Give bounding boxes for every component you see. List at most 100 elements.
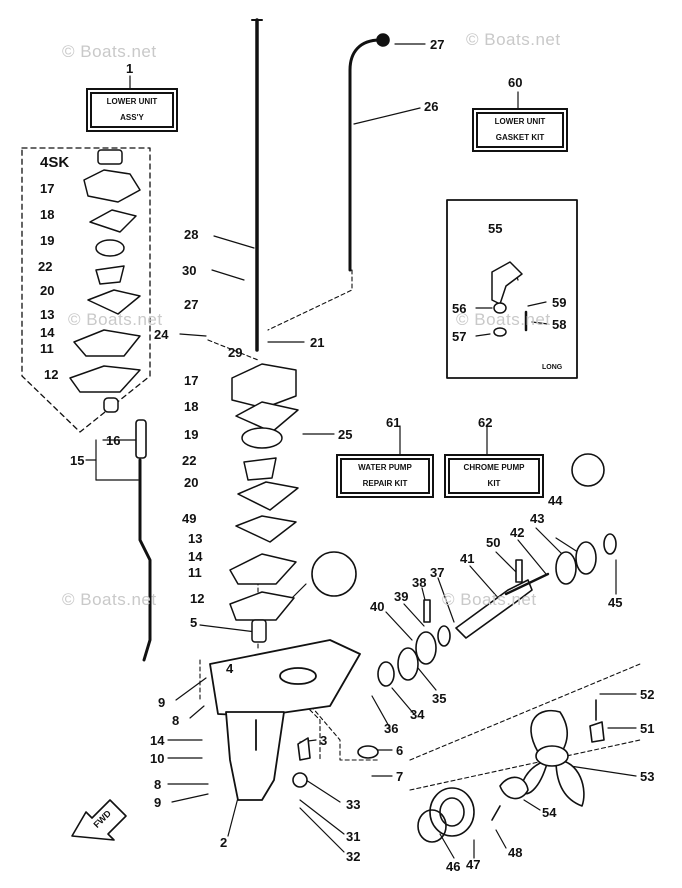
callout-4sk-18: 18 (40, 207, 55, 222)
callout-27b: 27 (184, 297, 199, 312)
callout-9b: 9 (154, 795, 162, 810)
callout-4sk-11: 11 (40, 341, 54, 356)
callout-45: 45 (608, 595, 623, 610)
callout-34: 34 (410, 707, 425, 722)
callout-57: 57 (452, 329, 467, 344)
callout-52: 52 (640, 687, 655, 702)
callout-43: 43 (530, 511, 545, 526)
callout-4sk-22: 22 (38, 259, 53, 274)
watermark-5: © Boats.net (442, 590, 537, 609)
watermark-2: © Boats.net (466, 30, 561, 49)
callout-41: 41 (460, 551, 475, 566)
4sk-pump-stack (69, 149, 141, 413)
lower-unit-casing (209, 639, 361, 801)
callout-35: 35 (432, 691, 447, 706)
callout-20: 20 (184, 475, 199, 490)
callout-3: 3 (320, 733, 328, 748)
propeller (417, 699, 605, 843)
watermark-4: © Boats.net (62, 590, 157, 609)
callout-53: 53 (640, 769, 655, 784)
fwd-arrow (71, 799, 127, 841)
callout-26: 26 (424, 99, 439, 114)
watermark-6: © Boats.net (456, 310, 551, 329)
callout-40: 40 (370, 599, 385, 614)
callout-4sk-17: 17 (40, 181, 55, 196)
long-detail-box (446, 199, 578, 379)
callout-5: 5 (190, 615, 198, 630)
callout-29: 29 (228, 345, 243, 360)
callout-47: 47 (466, 857, 481, 872)
callout-51: 51 (640, 721, 655, 736)
callout-56: 56 (452, 301, 467, 316)
callout-16: 16 (106, 433, 121, 448)
callout-44: 44 (548, 493, 563, 508)
callout-13: 13 (188, 531, 203, 546)
drive-shaft (251, 18, 263, 352)
callout-59: 59 (552, 295, 567, 310)
callout-8: 8 (172, 713, 180, 728)
callout-60: 60 (508, 75, 523, 90)
watermark-3: © Boats.net (68, 310, 163, 329)
callout-14b: 14 (150, 733, 165, 748)
callout-61: 61 (386, 415, 401, 430)
callout-15: 15 (70, 453, 85, 468)
callout-18: 18 (184, 399, 199, 414)
shift-part-55 (491, 261, 528, 337)
callout-36: 36 (384, 721, 399, 736)
callout-2: 2 (220, 835, 228, 850)
callout-8b: 8 (154, 777, 162, 792)
callout-11: 11 (188, 565, 202, 580)
callout-17: 17 (184, 373, 199, 388)
callout-55: 55 (488, 221, 503, 236)
water-tube (348, 38, 382, 272)
callout-4sk-13: 13 (40, 307, 55, 322)
callout-19: 19 (184, 427, 199, 442)
oil-tube (135, 419, 152, 662)
callout-4sk-12: 12 (44, 367, 59, 382)
propeller-shaft-assembly (292, 453, 617, 788)
callout-4sk-14: 14 (40, 325, 55, 340)
callout-4sk-20: 20 (40, 283, 55, 298)
callout-22: 22 (182, 453, 197, 468)
callout-54: 54 (542, 805, 557, 820)
callout-62: 62 (478, 415, 493, 430)
callout-14: 14 (188, 549, 203, 564)
callout-48: 48 (508, 845, 523, 860)
callout-58: 58 (552, 317, 567, 332)
callout-12: 12 (190, 591, 205, 606)
callout-21: 21 (310, 335, 325, 350)
callout-10: 10 (150, 751, 165, 766)
callout-27: 27 (430, 37, 445, 52)
watermark-1: © Boats.net (62, 42, 157, 61)
section-4sk-title: 4SK (40, 154, 70, 171)
callout-31: 31 (346, 829, 361, 844)
callout-30: 30 (182, 263, 197, 278)
callout-42: 42 (510, 525, 525, 540)
callout-46: 46 (446, 859, 461, 874)
callout-25: 25 (338, 427, 353, 442)
callout-38: 38 (412, 575, 427, 590)
callout-33: 33 (346, 797, 361, 812)
long-tag: LONG (542, 364, 563, 371)
callout-1: 1 (126, 61, 134, 76)
callout-4sk-19: 19 (40, 233, 55, 248)
callout-4: 4 (226, 661, 234, 676)
callout-24: 24 (154, 327, 169, 342)
detail-balloon (311, 551, 357, 597)
callout-9: 9 (158, 695, 166, 710)
callout-6: 6 (396, 743, 404, 758)
callout-28: 28 (184, 227, 199, 242)
grommet-27 (376, 33, 390, 47)
callout-32: 32 (346, 849, 361, 864)
callout-7: 7 (396, 769, 404, 784)
callout-39: 39 (394, 589, 409, 604)
callout-49: 49 (182, 511, 197, 526)
callout-37: 37 (430, 565, 445, 580)
main-pump-stack (229, 363, 299, 643)
callout-50: 50 (486, 535, 501, 550)
